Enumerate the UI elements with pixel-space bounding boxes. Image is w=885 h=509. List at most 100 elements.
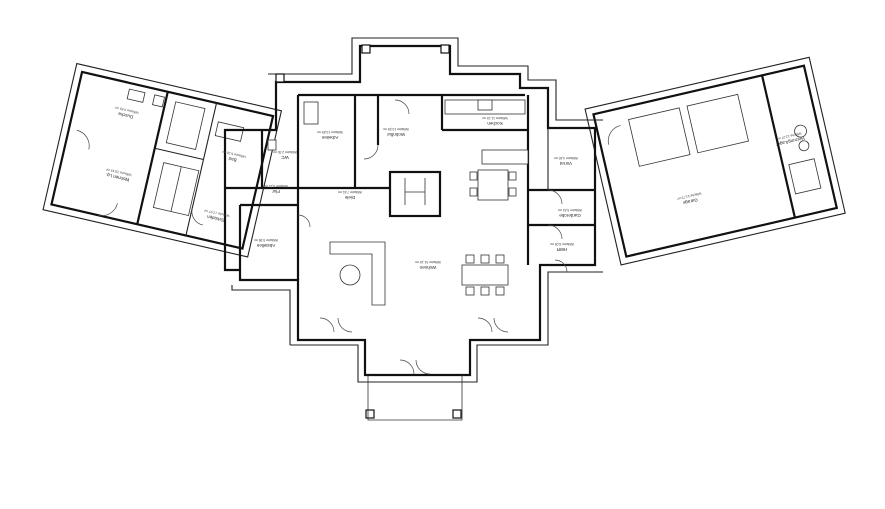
chair-icon: [480, 254, 490, 264]
car-icon: [628, 107, 691, 167]
svg-text:Wohnflur: Wohnflur: [387, 132, 405, 137]
room-label-kochen: Kochen Wfläche 11,15 m²: [481, 116, 507, 126]
svg-text:Wfläche 51,16 m²: Wfläche 51,16 m²: [414, 260, 441, 264]
door-swing-icon: [493, 317, 509, 333]
svg-text:Abstellen: Abstellen: [256, 243, 275, 248]
svg-text:Wfläche 6,26 m²: Wfläche 6,26 m²: [221, 149, 246, 158]
svg-text:Garage: Garage: [682, 197, 698, 205]
door-swing-icon: [554, 259, 568, 273]
svg-text:Wfläche 10,55 m²: Wfläche 10,55 m²: [382, 127, 409, 131]
column: [365, 409, 375, 419]
chair-icon: [465, 254, 475, 264]
chair-icon: [469, 171, 478, 181]
door-swing-icon: [319, 317, 335, 333]
room-label-flur-1: Flur Wfläche 9,21 m²: [263, 184, 288, 194]
toilet-icon: [267, 139, 277, 151]
shower-tray: [165, 101, 206, 150]
sink-icon: [477, 99, 493, 111]
car-icon: [686, 93, 749, 154]
svg-text:Kochen: Kochen: [487, 121, 503, 126]
left-wing: [42, 62, 283, 258]
svg-text:Nfläche 12,27 m²: Nfläche 12,27 m²: [776, 131, 802, 141]
door-swing-icon: [607, 125, 621, 145]
svg-text:HWR: HWR: [556, 247, 567, 252]
door-swing-icon: [191, 208, 203, 226]
dining-table: [477, 169, 509, 201]
room-labels: Wohnen Lg. Wfläche 20,43 m² Dusche Wfläc…: [105, 105, 805, 270]
chair-icon: [469, 187, 478, 197]
left-wing-inner-wall-2: [185, 102, 218, 236]
column: [275, 73, 285, 83]
tank-icon: [794, 124, 807, 138]
door-swing-icon: [297, 214, 311, 228]
room-label-abstellen: Abstellen Wfläche 5,98 m²: [253, 238, 278, 248]
svg-text:Wfläche 9,21 m²: Wfläche 9,21 m²: [263, 184, 288, 188]
column: [361, 44, 371, 54]
svg-text:Dusche: Dusche: [117, 111, 133, 119]
left-wing-inner-wall: [154, 147, 204, 161]
central-block: [223, 37, 603, 421]
door-swing-icon: [98, 203, 118, 217]
room-label-garage: Garage Nfläche 51,73 m²: [676, 191, 702, 205]
room-label-wohnflur: Wohnflur Wfläche 10,55 m²: [382, 127, 409, 137]
room-label-arbeiten: Arbeiten Wfläche 10,89 m²: [316, 130, 343, 140]
room-label-hwr: HWR Wfläche 8,05 m²: [549, 242, 574, 252]
kitchen-island: [481, 149, 529, 165]
svg-text:Heizung/Lager: Heizung/Lager: [775, 136, 805, 148]
svg-text:Wfläche 5,81 m²: Wfläche 5,81 m²: [557, 208, 582, 212]
svg-text:Wfläche 2,30 m²: Wfläche 2,30 m²: [272, 150, 297, 154]
door-swing-icon: [399, 359, 415, 375]
left-wing-outer-wall: [50, 70, 275, 250]
svg-text:Wfläche 7,61 m²: Wfläche 7,61 m²: [337, 190, 362, 194]
chair-icon: [495, 254, 505, 264]
right-wing-outer-line: [584, 56, 846, 266]
garage-heating-wall: [760, 75, 796, 218]
room-label-diele: Diele Wfläche 7,61 m²: [337, 190, 362, 200]
door-swing-icon: [394, 99, 410, 115]
room-label-bad: Bad Wfläche 6,26 m²: [221, 149, 246, 163]
left-wing-outer-line: [42, 62, 283, 258]
svg-text:WC: WC: [281, 155, 289, 160]
svg-text:Nfläche 51,73 m²: Nfläche 51,73 m²: [676, 191, 702, 201]
room-label-wohnen: Wohnen Wfläche 51,16 m²: [414, 260, 441, 270]
door-swing-icon: [363, 144, 379, 160]
column: [452, 409, 462, 419]
door-swing-icon: [547, 224, 563, 240]
left-wing-partition: [136, 91, 169, 225]
desk-icon: [303, 101, 319, 125]
chair-icon: [465, 286, 475, 296]
column: [440, 44, 450, 54]
washbasin-icon: [126, 88, 146, 103]
right-wing-outer-wall: [592, 64, 839, 258]
stair-void: [388, 170, 442, 218]
terrace-outline: [367, 375, 463, 421]
svg-text:Wohnen: Wohnen: [419, 265, 436, 270]
door-swing-icon: [547, 189, 563, 205]
svg-text:Wfläche 5,98 m²: Wfläche 5,98 m²: [253, 238, 278, 242]
door-swing-icon: [477, 317, 493, 333]
coffee-table-icon: [339, 264, 361, 286]
svg-text:Wfläche 20,43 m²: Wfläche 20,43 m²: [105, 167, 132, 177]
door-swing-icon: [415, 359, 431, 375]
boiler-icon: [788, 158, 822, 195]
room-label-wc: WC Wfläche 2,30 m²: [272, 150, 297, 160]
svg-text:Wfläche 10,89 m²: Wfläche 10,89 m²: [316, 130, 343, 134]
room-label-wohnen-lg: Wohnen Lg. Wfläche 20,43 m²: [105, 167, 132, 183]
tank-icon: [798, 140, 810, 152]
svg-text:Wfläche 8,05 m²: Wfläche 8,05 m²: [549, 242, 574, 246]
svg-text:Arbeiten: Arbeiten: [321, 135, 338, 140]
bathtub-icon: [214, 121, 245, 142]
dining-table: [461, 264, 509, 286]
chair-icon: [508, 187, 517, 197]
central-outer-line: [268, 37, 603, 121]
svg-text:Vorrat: Vorrat: [559, 161, 572, 166]
room-label-heizung: Heizung/Lager Nfläche 12,27 m²: [775, 131, 805, 148]
svg-text:Wohnen Lg.: Wohnen Lg.: [105, 172, 130, 182]
door-swing-icon: [76, 129, 90, 150]
room-label-schlafen: Schlafen Wfläche 17,07 m²: [203, 208, 230, 223]
svg-text:Wfläche 4,65 m²: Wfläche 4,65 m²: [114, 105, 139, 114]
svg-text:Bad: Bad: [228, 156, 237, 163]
toilet-icon: [152, 94, 165, 108]
chair-icon: [480, 286, 490, 296]
